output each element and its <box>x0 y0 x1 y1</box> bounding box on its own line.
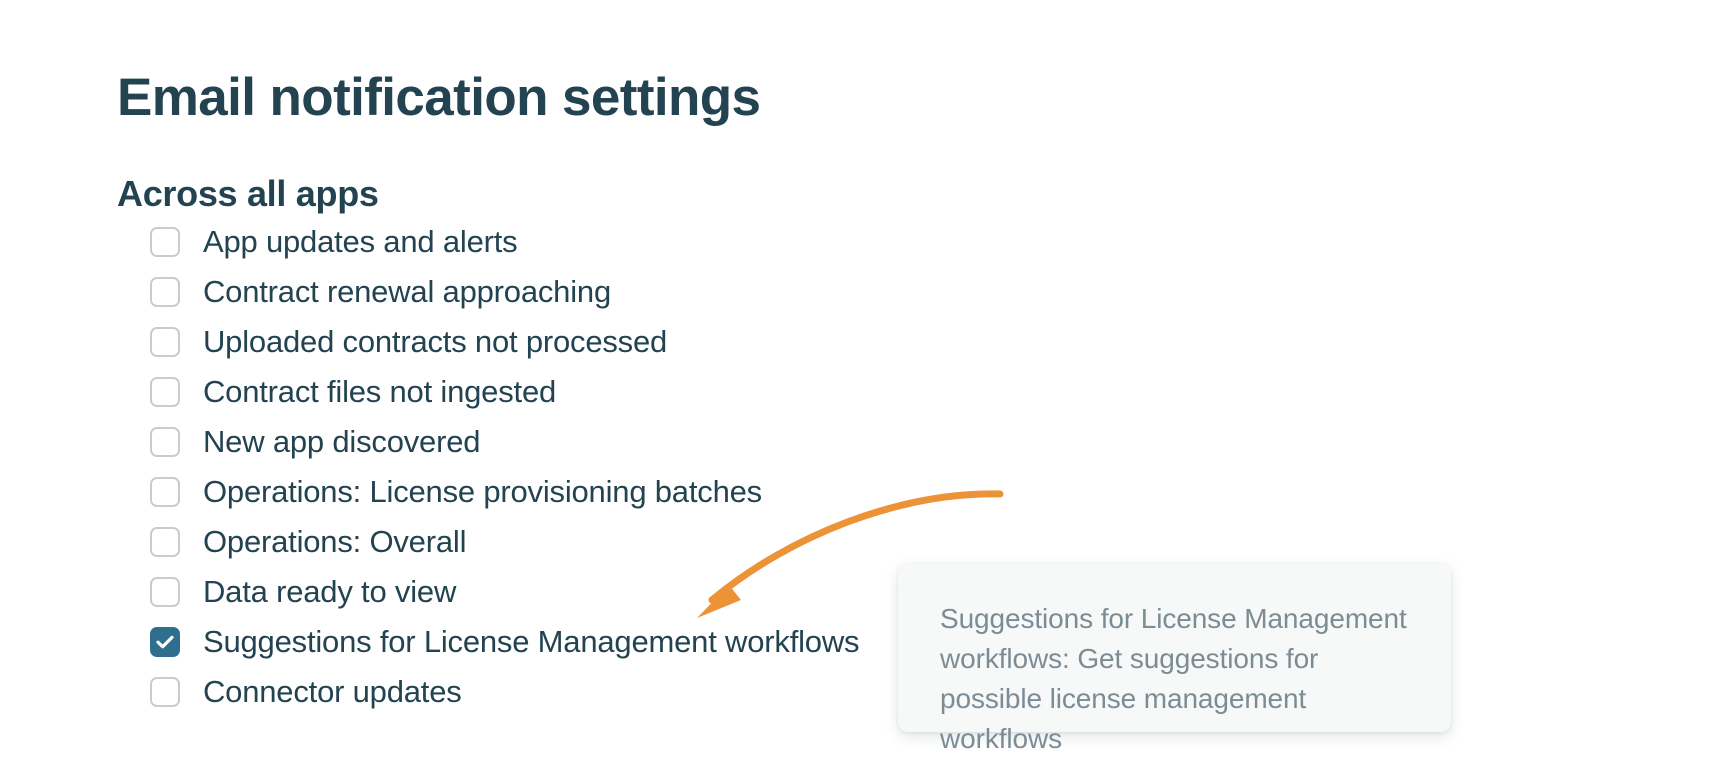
checkbox-label: Contract renewal approaching <box>203 273 611 309</box>
checkbox-label: Contract files not ingested <box>203 373 557 409</box>
checkbox-row[interactable]: Data ready to view <box>150 573 910 609</box>
checkbox-unchecked-icon[interactable] <box>150 327 180 357</box>
checkbox-label: App updates and alerts <box>203 223 518 259</box>
tooltip-card: Suggestions for License Management workf… <box>898 563 1451 754</box>
checkbox-row[interactable]: New app discovered <box>150 423 910 459</box>
checkbox-unchecked-icon[interactable] <box>150 377 180 407</box>
notification-checkbox-list: App updates and alerts Contract renewal … <box>150 223 910 709</box>
checkbox-row[interactable]: Operations: License provisioning batches <box>150 473 910 509</box>
checkbox-row[interactable]: Connector updates <box>150 673 910 709</box>
checkbox-unchecked-icon[interactable] <box>150 277 180 307</box>
checkbox-checked-icon[interactable] <box>150 627 180 657</box>
checkbox-label: Suggestions for License Management workf… <box>203 623 860 659</box>
checkbox-row[interactable]: Uploaded contracts not processed <box>150 323 910 359</box>
checkbox-label: Data ready to view <box>203 573 457 609</box>
checkbox-label: Operations: License provisioning batches <box>203 473 762 509</box>
section-heading-across-all-apps: Across all apps <box>117 172 379 214</box>
checkbox-row[interactable]: Contract renewal approaching <box>150 273 910 309</box>
tooltip-text: Suggestions for License Management workf… <box>940 603 1407 754</box>
checkmark-icon <box>156 635 174 649</box>
checkbox-unchecked-icon[interactable] <box>150 427 180 457</box>
checkbox-unchecked-icon[interactable] <box>150 677 180 707</box>
checkbox-unchecked-icon[interactable] <box>150 577 180 607</box>
page-title: Email notification settings <box>117 67 761 127</box>
checkbox-unchecked-icon[interactable] <box>150 227 180 257</box>
checkbox-row[interactable]: Contract files not ingested <box>150 373 910 409</box>
checkbox-row[interactable]: App updates and alerts <box>150 223 910 259</box>
checkbox-unchecked-icon[interactable] <box>150 477 180 507</box>
checkbox-label: Operations: Overall <box>203 523 467 559</box>
checkbox-label: New app discovered <box>203 423 481 459</box>
checkbox-row-selected[interactable]: Suggestions for License Management workf… <box>150 623 910 659</box>
checkbox-unchecked-icon[interactable] <box>150 527 180 557</box>
checkbox-label: Connector updates <box>203 673 462 709</box>
checkbox-row[interactable]: Operations: Overall <box>150 523 910 559</box>
checkbox-label: Uploaded contracts not processed <box>203 323 668 359</box>
